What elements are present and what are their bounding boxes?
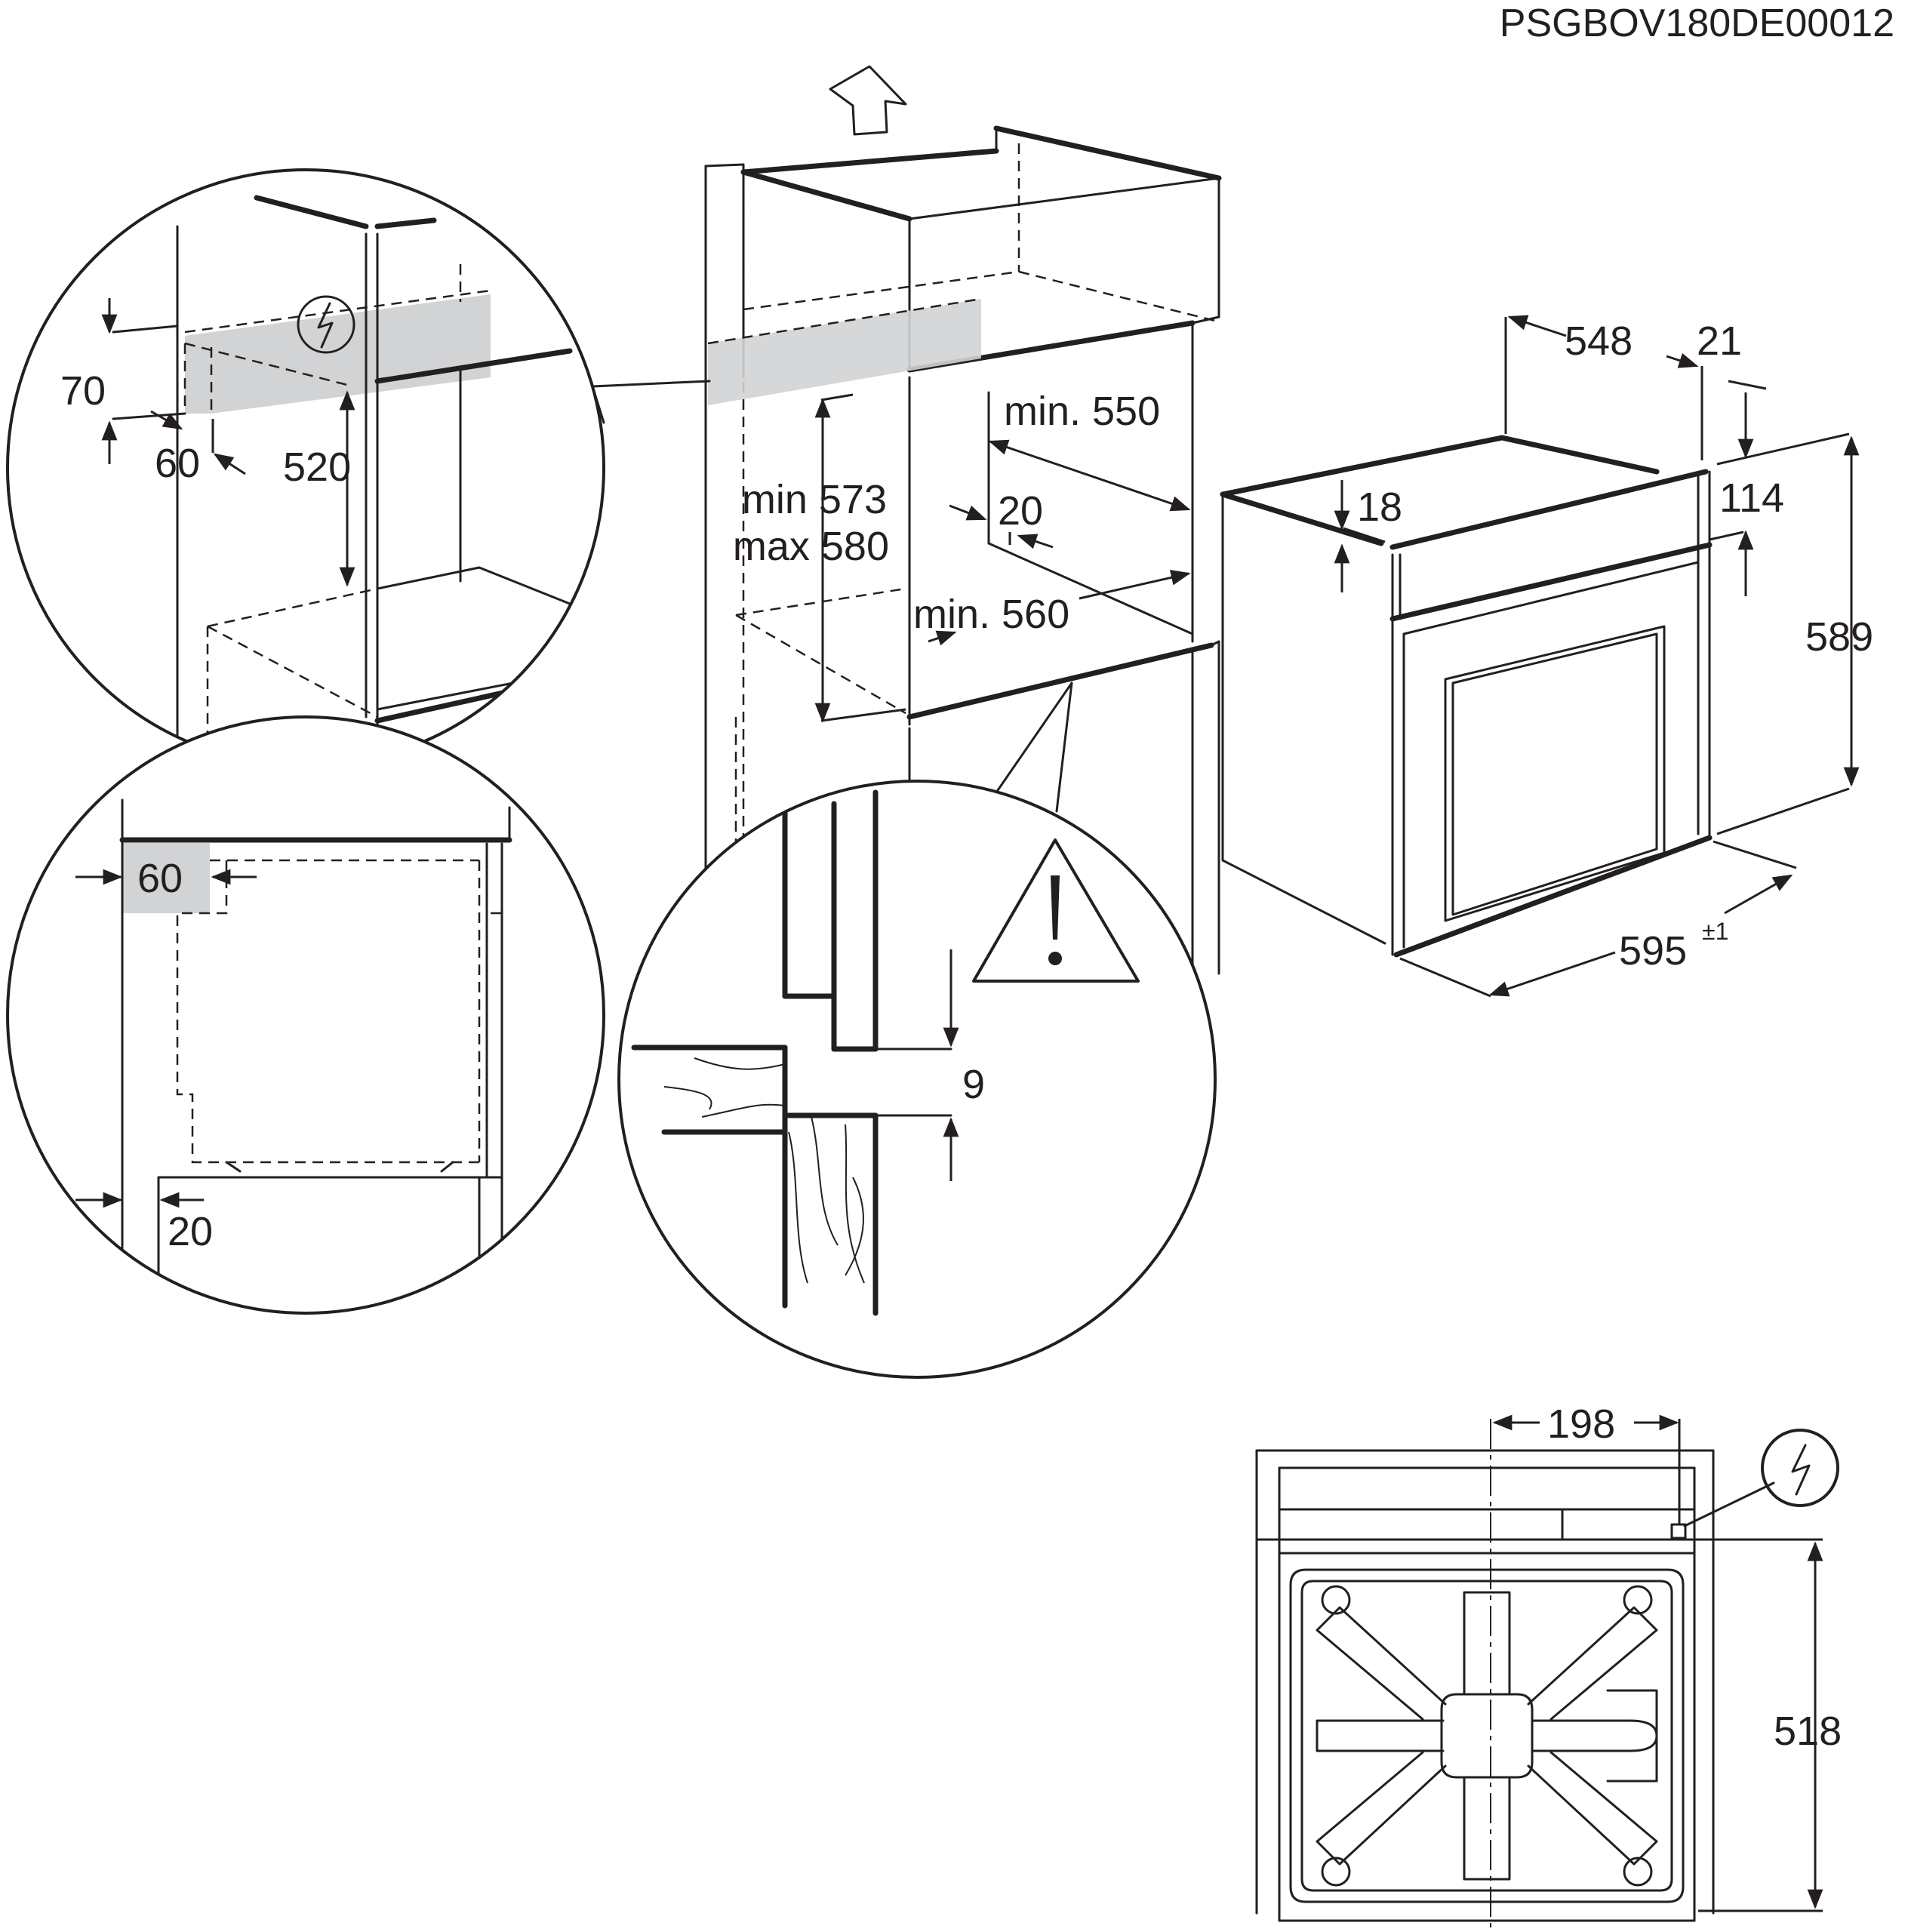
detail-bc-gap-label: 9: [962, 1062, 985, 1107]
cabinet-width-label: min. 560: [913, 592, 1069, 637]
back-height-label: 518: [1774, 1709, 1842, 1754]
cabinet-drawing: min 573 max 580 min. 550 20 min. 560: [591, 65, 1222, 975]
warning-triangle-icon: [972, 838, 1140, 983]
document-code: PSGBOV180DE00012: [1500, 2, 1894, 45]
cabinet-depth-label: min. 550: [1004, 389, 1160, 434]
oven-back-view: 198 518: [1255, 1401, 1842, 1932]
back-offset-label: 198: [1547, 1401, 1615, 1447]
oven-height-label: 589: [1805, 614, 1873, 660]
detail-bl-vent-label: 60: [137, 856, 183, 901]
oven-front-label: 21: [1697, 318, 1742, 364]
airflow-up-arrow-icon: [829, 65, 907, 136]
oven-width-label: 595: [1619, 928, 1687, 974]
cabinet-height-max-label: max 580: [733, 524, 889, 569]
detail-bl-gap-label: 20: [168, 1209, 213, 1254]
detail-circle-bottom-center: 9: [617, 780, 1217, 1379]
detail-tl-height-a-label: 70: [60, 368, 106, 414]
oven-depth-label: 548: [1565, 318, 1633, 364]
detail-tl-depth-a-label: 60: [155, 441, 200, 486]
oven-drawing: 548 21 114 18 589 595 ±1: [1220, 315, 1873, 998]
detail-circle-bottom-left: 60 20: [6, 715, 605, 1315]
oven-width-tolerance-label: ±1: [1702, 918, 1728, 945]
cabinet-gap-label: 20: [998, 488, 1043, 534]
electrical-hazard-icon-back: [1761, 1429, 1839, 1507]
detail-circle-top-left: 70 60 520: [6, 168, 605, 768]
oven-panel-label: 114: [1719, 475, 1784, 521]
detail-tl-height-b-label: 520: [283, 445, 351, 490]
cabinet-height-min-label: min 573: [742, 477, 887, 522]
oven-top-label: 18: [1357, 485, 1402, 530]
electrical-hazard-icon: [297, 295, 355, 354]
